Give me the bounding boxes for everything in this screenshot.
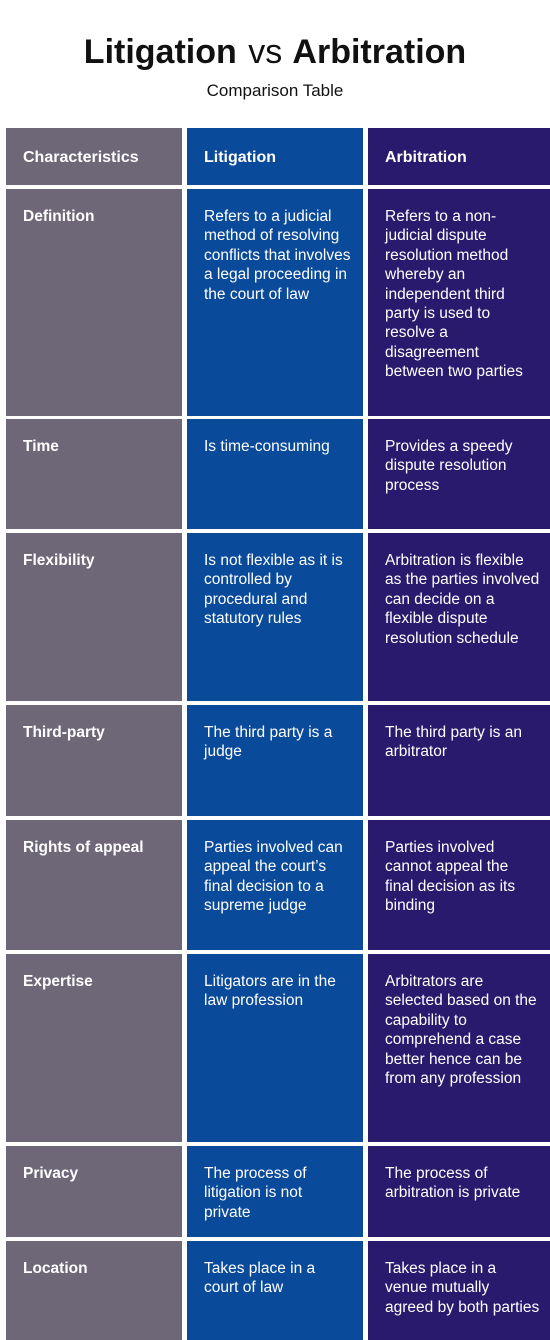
arbitration-cell: Provides a speedy dispute resolution pro… xyxy=(368,419,550,529)
characteristic-cell: Third-party xyxy=(6,705,182,816)
characteristic-cell: Definition xyxy=(6,189,182,416)
header-litigation: Litigation xyxy=(187,128,363,185)
characteristic-cell: Expertise xyxy=(6,954,182,1142)
arbitration-cell: The third party is an arbitrator xyxy=(368,705,550,816)
table-row-definition: Definition Refers to a judicial method o… xyxy=(6,189,550,416)
litigation-cell: Litigators are in the law profession xyxy=(187,954,363,1142)
table-row-flexibility: Flexibility Is not flexible as it is con… xyxy=(6,533,550,701)
arbitration-cell: Refers to a non-judicial dispute resolut… xyxy=(368,189,550,416)
arbitration-cell: The process of arbitration is private xyxy=(368,1146,550,1237)
header-arbitration: Arbitration xyxy=(368,128,550,185)
characteristic-cell: Time xyxy=(6,419,182,529)
litigation-cell: Takes place in a court of law xyxy=(187,1241,363,1340)
table-header-row: Characteristics Litigation Arbitration xyxy=(6,128,550,185)
title-litigation: Litigation xyxy=(83,33,237,71)
table-row-location: Location Takes place in a court of law T… xyxy=(6,1241,550,1340)
litigation-cell: The third party is a judge xyxy=(187,705,363,816)
table-row-time: Time Is time-consuming Provides a speedy… xyxy=(6,419,550,529)
litigation-cell: Parties involved can appeal the court’s … xyxy=(187,820,363,950)
table-row-expertise: Expertise Litigators are in the law prof… xyxy=(6,954,550,1142)
page-header: Litigation vs Arbitration Comparison Tab… xyxy=(0,0,550,128)
page-subtitle: Comparison Table xyxy=(206,81,344,100)
arbitration-cell: Arbitrators are selected based on the ca… xyxy=(368,954,550,1142)
header-characteristics: Characteristics xyxy=(6,128,182,185)
title-vs: vs xyxy=(248,33,283,71)
table-row-third-party: Third-party The third party is a judge T… xyxy=(6,705,550,816)
litigation-cell: Refers to a judicial method of resolving… xyxy=(187,189,363,416)
characteristic-cell: Location xyxy=(6,1241,182,1340)
litigation-cell: The process of litigation is not private xyxy=(187,1146,363,1237)
characteristic-cell: Privacy xyxy=(6,1146,182,1237)
page-title: Litigation vs Arbitration xyxy=(0,30,550,74)
table-row-rights-of-appeal: Rights of appeal Parties involved can ap… xyxy=(6,820,550,950)
title-arbitration: Arbitration xyxy=(292,33,467,71)
characteristic-cell: Rights of appeal xyxy=(6,820,182,950)
arbitration-cell: Parties involved cannot appeal the final… xyxy=(368,820,550,950)
table-row-privacy: Privacy The process of litigation is not… xyxy=(6,1146,550,1237)
characteristic-cell: Flexibility xyxy=(6,533,182,701)
litigation-cell: Is not flexible as it is controlled by p… xyxy=(187,533,363,701)
litigation-cell: Is time-consuming xyxy=(187,419,363,529)
arbitration-cell: Arbitration is flexible as the parties i… xyxy=(368,533,550,701)
arbitration-cell: Takes place in a venue mutually agreed b… xyxy=(368,1241,550,1340)
